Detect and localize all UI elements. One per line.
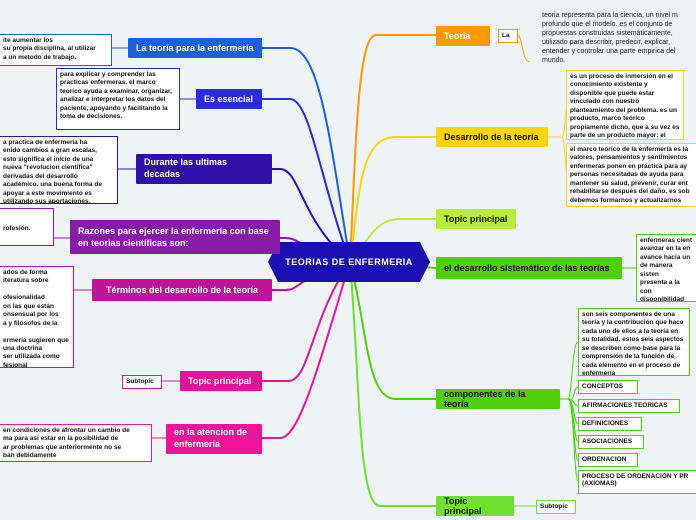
component-definiciones[interactable]: DEFINICIONES <box>578 417 642 431</box>
topic-componentes[interactable]: componentes de la teoría <box>436 389 560 409</box>
topic-principal-2[interactable]: Topic principal <box>436 496 514 516</box>
topic-terminos-label: Términos del desarrollo de la teoría <box>105 285 259 295</box>
note-es-esencial: para explicar y comprender las practicas… <box>56 68 180 130</box>
topic-principal-left[interactable]: Topic principal <box>180 371 262 391</box>
note-teoria-enfermeria: ite aumentar los su propia disciplina, a… <box>0 34 112 66</box>
topic-desarrollo[interactable]: Desarrollo de la teoría <box>436 127 548 147</box>
note-teoria: teoria representa para la ciencia, un ni… <box>542 12 678 65</box>
topic-es-esencial-label: Es esencial <box>204 94 254 104</box>
note-desarrollo-1: es un proceso de inmersión en el conocim… <box>566 70 684 140</box>
central-topic-shape <box>268 242 430 282</box>
note-desarrollo-2: el marco teórico de la enfermería es la … <box>566 143 696 207</box>
note-atencion: en condiciones de afrontar un cambio de … <box>0 424 152 462</box>
topic-componentes-label: componentes de la teoría <box>444 389 526 409</box>
topic-principal-2-label: Topic principal <box>444 496 482 516</box>
topic-teoria-enfermeria-label: La teoría para la enfermería <box>136 43 254 53</box>
topic-razones[interactable]: Razones para ejercer la enfermería con b… <box>70 220 280 254</box>
topic-teoria-label: Teoria <box>444 31 471 41</box>
central-topic[interactable]: TEORIAS DE ENFERMERIA <box>268 242 430 282</box>
note-sistematico: enfermeras cient avanzar en la en avance… <box>636 234 696 302</box>
topic-desarrollo-label: Desarrollo de la teoría <box>444 132 539 142</box>
topic-principal-1-label: Topic principal <box>444 214 508 224</box>
topic-razones-label: Razones para ejercer la enfermería con b… <box>78 225 269 248</box>
component-afirmaciones[interactable]: AFIRMACIONES TEORICAS <box>578 399 680 413</box>
topic-sistematico-label: el desarrollo sistemático de las teorías <box>444 263 610 273</box>
topic-principal-1[interactable]: Topic principal <box>436 209 516 229</box>
subtopic-left[interactable]: Subtopic <box>122 375 162 389</box>
subtopic-right[interactable]: Subtopic <box>536 500 576 514</box>
topic-teoria[interactable]: Teoria <box>436 26 490 46</box>
topic-ultimas-decadas-label: Durante las ultimas decadas <box>144 157 228 179</box>
component-ordenacion[interactable]: ORDENACION <box>578 453 638 467</box>
central-topic-label: TEORIAS DE ENFERMERIA <box>285 257 413 267</box>
note-componentes: son seis componentes de una teoría y la … <box>578 308 690 376</box>
note-razones: rofesión. <box>0 208 54 246</box>
topic-atencion-label: en la atencion de enfermería <box>174 427 248 449</box>
topic-ultimas-decadas[interactable]: Durante las ultimas decadas <box>136 154 272 184</box>
note-terminos: ados de forma iteratura sobre ofesionali… <box>0 266 74 368</box>
topic-sistematico[interactable]: el desarrollo sistemático de las teorías <box>436 257 622 279</box>
component-proceso-ordenacion[interactable]: PROCESO DE ORDENACION Y PR (AXIOMAS) <box>578 470 696 494</box>
note-ultimas-decadas: a practica de enfermería ha enido cambio… <box>0 136 118 204</box>
topic-terminos[interactable]: Términos del desarrollo de la teoría <box>92 279 272 301</box>
component-asociaciones[interactable]: ASOCIACIONES <box>578 435 644 449</box>
topic-atencion[interactable]: en la atencion de enfermería <box>166 424 262 454</box>
topic-es-esencial[interactable]: Es esencial <box>196 89 262 109</box>
subtopic-la[interactable]: La <box>498 29 518 43</box>
topic-principal-left-label: Topic principal <box>188 376 252 386</box>
component-conceptos[interactable]: CONCEPTOS <box>578 380 638 394</box>
topic-teoria-enfermeria[interactable]: La teoría para la enfermería <box>128 38 262 58</box>
